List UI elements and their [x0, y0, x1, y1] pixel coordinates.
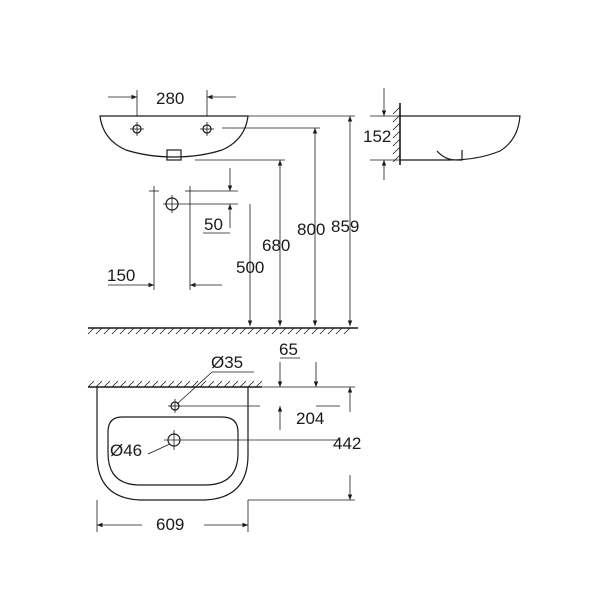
- dim-280: 280: [156, 89, 184, 108]
- dim-150: 150: [107, 266, 135, 285]
- side-view: 152: [363, 88, 521, 180]
- dim-859: 859: [331, 217, 359, 236]
- front-elevation: 280: [99, 89, 249, 161]
- dim-609: 609: [156, 515, 184, 534]
- height-dimensions: 500 680 800 859: [236, 116, 359, 326]
- dim-65: 65: [279, 340, 298, 359]
- fixing-layout: 50 150: [107, 168, 238, 290]
- dim-50: 50: [204, 215, 223, 234]
- dim-152: 152: [363, 127, 391, 146]
- floor-line: [87, 327, 358, 335]
- plan-view: Ø35 Ø46 65 204 442 609: [87, 340, 361, 534]
- dim-442: 442: [333, 434, 361, 453]
- dim-dia46: Ø46: [110, 441, 142, 460]
- dim-204: 204: [296, 409, 324, 428]
- dim-dia35: Ø35: [211, 353, 243, 372]
- dim-500: 500: [236, 258, 264, 277]
- dim-680: 680: [262, 236, 290, 255]
- dim-800: 800: [297, 220, 325, 239]
